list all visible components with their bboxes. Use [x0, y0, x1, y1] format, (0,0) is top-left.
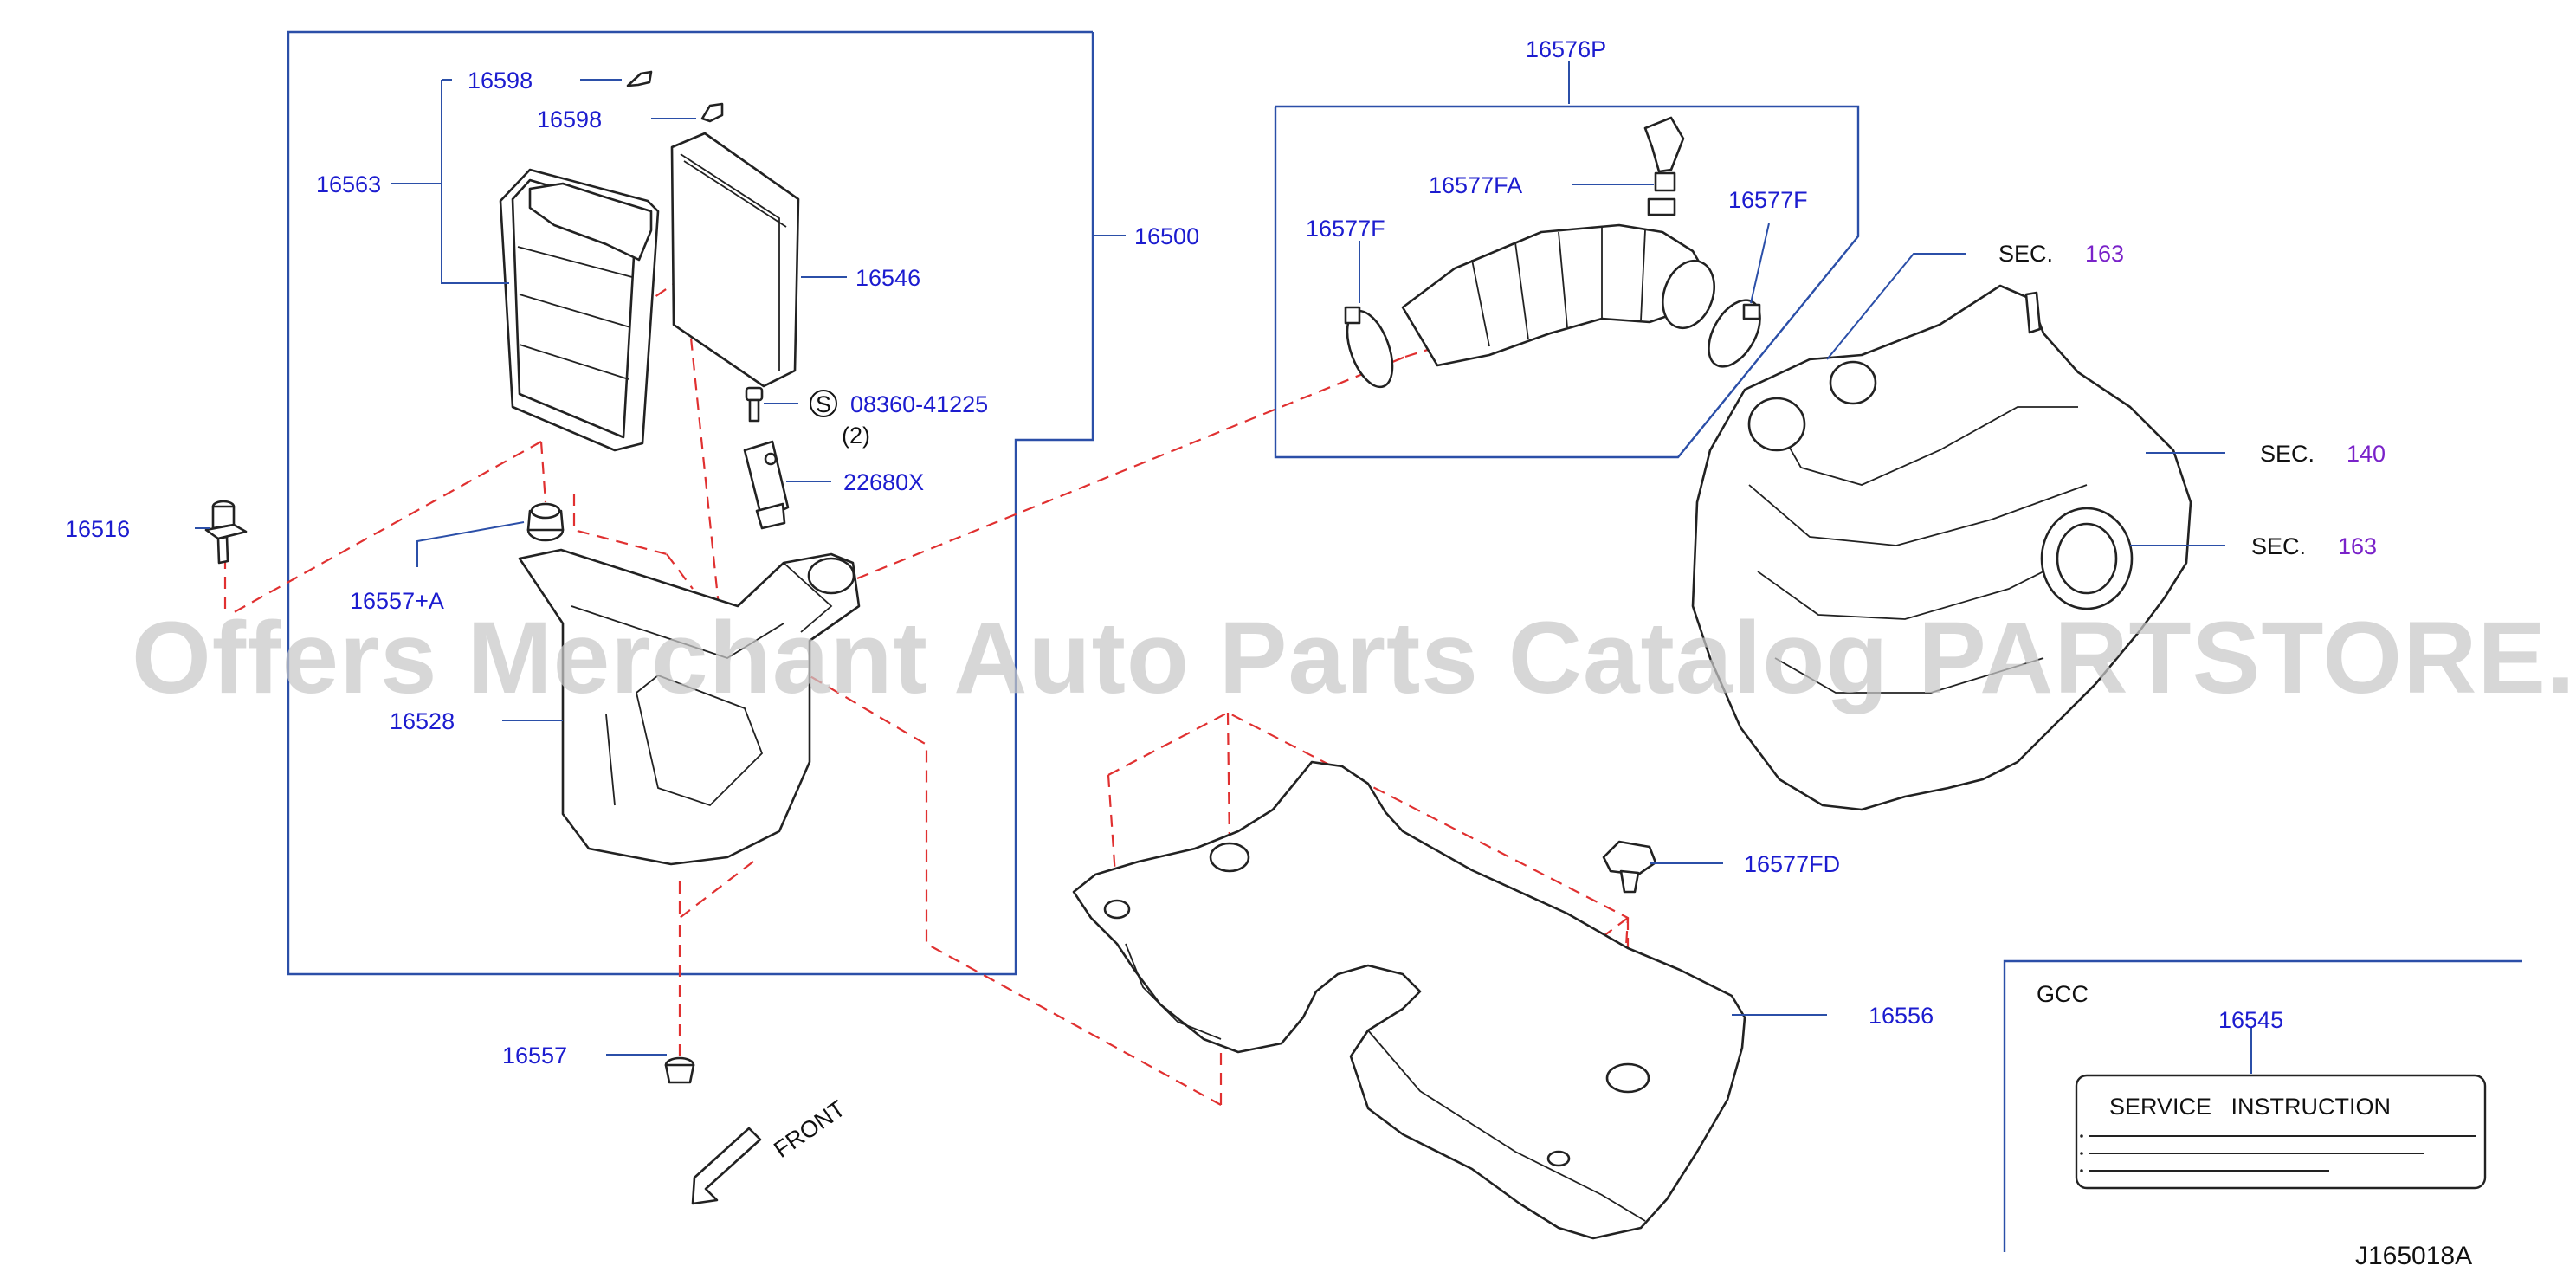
label-16557[interactable]: 16557 — [502, 1043, 567, 1069]
label-16577f-left[interactable]: 16577F — [1306, 216, 1385, 242]
label-16577fd[interactable]: 16577FD — [1744, 851, 1840, 877]
s-marker-icon — [810, 390, 837, 417]
label-16557a[interactable]: 16557+A — [350, 588, 444, 614]
resonator-16556 — [1072, 760, 1746, 1240]
watermark-text: Offers Merchant Auto Parts Catalog PARTS… — [132, 601, 2576, 715]
label-sec-low-number[interactable]: 163 — [2338, 533, 2377, 559]
air-duct-16576p — [1401, 223, 1715, 367]
label-22680x[interactable]: 22680X — [843, 469, 924, 495]
bolt-16516 — [204, 500, 248, 565]
label-16576p[interactable]: 16576P — [1526, 36, 1606, 62]
clamp-16577f-right — [1708, 299, 1761, 368]
label-16563[interactable]: 16563 — [316, 171, 381, 197]
clamp-16577f-left — [1344, 306, 1394, 389]
label-16598-upper[interactable]: 16598 — [468, 68, 533, 94]
label-sec-mid-word: SEC. — [2260, 441, 2315, 467]
screw-08360-41225 — [745, 386, 764, 423]
grommet-16577fd — [1602, 840, 1657, 894]
label-gcc: GCC — [2037, 981, 2089, 1007]
label-16577fa[interactable]: 16577FA — [1429, 172, 1522, 198]
label-sec-mid-number[interactable]: 140 — [2347, 441, 2386, 467]
label-sec-top-number[interactable]: 163 — [2085, 241, 2124, 267]
grommet-16557a — [526, 502, 565, 542]
label-bolt-quantity: (2) — [842, 423, 870, 449]
label-front: FRONT — [769, 1095, 849, 1163]
label-08360-41225[interactable]: 08360-41225 — [850, 391, 988, 417]
filter-element-16546 — [670, 132, 800, 388]
label-16545[interactable]: 16545 — [2218, 1007, 2283, 1033]
grommet-16557 — [664, 1056, 695, 1084]
leader-lines — [195, 61, 2252, 1074]
element-cover-16563 — [499, 168, 660, 452]
air-flow-meter-22680x — [743, 440, 790, 530]
clip-16598-upper — [626, 70, 653, 87]
service-instruction-label-16545 — [2075, 1074, 2487, 1190]
clip-16598-lower — [700, 102, 724, 123]
label-16577f-right[interactable]: 16577F — [1728, 187, 1808, 213]
duct-assembly-frame — [1274, 105, 1860, 459]
front-arrow — [691, 1127, 762, 1205]
pcv-elbow-16577fa — [1643, 116, 1685, 216]
diagram-code: J165018A — [2355, 1242, 2472, 1270]
label-16556[interactable]: 16556 — [1869, 1003, 1934, 1029]
air-cleaner-assembly-frame — [287, 30, 1094, 976]
label-service-instruction: SERVICE INSTRUCTION — [2109, 1094, 2391, 1120]
label-sec-top-word: SEC. — [1998, 241, 2053, 267]
label-16598-lower[interactable]: 16598 — [537, 107, 602, 132]
air-cleaner-case-16528 — [518, 548, 861, 866]
intake-manifold-sec-140 — [1691, 284, 2192, 811]
label-16516[interactable]: 16516 — [65, 516, 130, 542]
label-s-prefix: S — [816, 391, 831, 417]
label-16546[interactable]: 16546 — [855, 265, 920, 291]
gcc-frame — [2003, 959, 2522, 1252]
label-sec-low-word: SEC. — [2251, 533, 2306, 559]
label-16528[interactable]: 16528 — [390, 708, 455, 734]
label-16500[interactable]: 16500 — [1134, 223, 1199, 249]
